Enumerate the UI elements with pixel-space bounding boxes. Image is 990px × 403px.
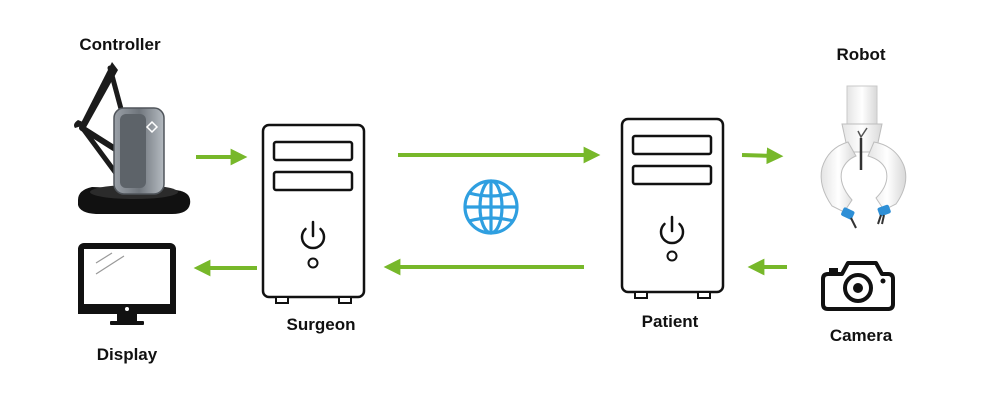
patient-label: Patient [642, 312, 699, 331]
robot-arm-icon [820, 85, 907, 229]
controller-label: Controller [79, 35, 161, 54]
surgeon-label: Surgeon [287, 315, 356, 334]
patient-power-icon [659, 215, 685, 245]
camera-icon [821, 261, 895, 311]
arrows [193, 146, 787, 277]
arrow-patient-to-robot [741, 147, 784, 165]
camera-label: Camera [830, 326, 893, 345]
controller-device-icon [74, 62, 191, 214]
robot-label: Robot [836, 45, 885, 64]
display-monitor-icon [78, 243, 176, 325]
surgeon-server-icon [261, 123, 366, 304]
patient-server-icon [620, 117, 725, 299]
display-label: Display [97, 345, 158, 364]
globe-icon [463, 179, 519, 235]
surgeon-power-icon [300, 220, 326, 250]
